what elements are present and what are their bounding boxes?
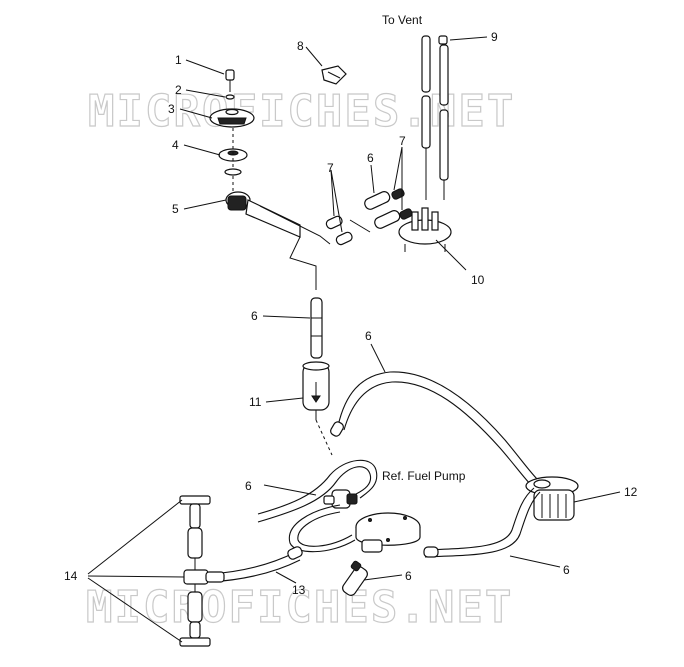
vent-tubes <box>421 35 449 200</box>
hose-pump-lower-a <box>288 504 356 553</box>
tank-strainer-part-12 <box>525 476 579 521</box>
callout-14: 14 <box>64 569 78 583</box>
fuel-valve-part-10 <box>398 207 452 252</box>
callout-8: 8 <box>297 39 304 53</box>
hose-sections-upper <box>325 188 413 246</box>
vent-fitting-part-5 <box>225 191 331 245</box>
callout-6-pump-loop: 6 <box>245 479 252 493</box>
callout-6-upper: 6 <box>367 151 374 165</box>
washer-part-2 <box>225 94 235 100</box>
callout-1: 1 <box>175 53 182 67</box>
tube-cap-part-9 <box>438 35 448 45</box>
callout-3: 3 <box>168 102 175 116</box>
callout-4: 4 <box>172 138 179 152</box>
primer-hose-a <box>209 551 297 575</box>
leader-fitting-to-hose <box>289 236 317 290</box>
callout-7-right: 7 <box>399 134 406 148</box>
hose-pump-to-strainer-a <box>424 487 535 551</box>
clip-part-8 <box>321 65 347 85</box>
callout-6-right: 6 <box>563 563 570 577</box>
callout-9: 9 <box>491 30 498 44</box>
primer-assembly-part-14 <box>179 495 225 647</box>
callout-13: 13 <box>292 583 306 597</box>
callout-7-left: 7 <box>327 161 334 175</box>
callout-10: 10 <box>471 273 485 287</box>
leader-lines <box>87 36 621 643</box>
primer-hose-fitting <box>287 546 303 560</box>
callout-2: 2 <box>175 83 182 97</box>
hose-long-upper-b <box>343 381 533 487</box>
watermark-top: MICROFICHES.NET <box>88 86 515 137</box>
callout-5: 5 <box>172 202 179 216</box>
hose-end-fitting <box>330 421 344 437</box>
pump-outlet-fitting <box>423 546 439 558</box>
cap-part-3 <box>209 108 255 128</box>
hose-pump-lower-b <box>297 511 353 547</box>
callout-12: 12 <box>624 485 638 499</box>
callout-6-lower: 6 <box>405 569 412 583</box>
callout-11: 11 <box>249 395 262 409</box>
filter-outlet-axis <box>315 419 333 456</box>
screw-part-1 <box>225 69 235 92</box>
hose-part-6-middle <box>310 297 323 359</box>
callout-6-long-hose: 6 <box>365 329 372 343</box>
label-ref-fuel-pump: Ref. Fuel Pump <box>382 469 466 483</box>
hose-part-6-lower <box>342 560 368 596</box>
callout-6-filter-hose: 6 <box>251 309 258 323</box>
t-fitting-pump <box>323 489 358 509</box>
hose-pump-loop-a <box>257 459 378 515</box>
label-to-vent: To Vent <box>382 13 423 27</box>
fuel-filter-part-11 <box>302 361 330 420</box>
fuel-pump <box>355 512 421 553</box>
ring-seal <box>224 168 242 176</box>
hose-pump-to-strainer-b <box>424 491 541 558</box>
hose-long-upper-a <box>337 371 539 481</box>
hose-pump-loop-b <box>257 466 372 523</box>
leader-hose-joint <box>349 219 371 233</box>
